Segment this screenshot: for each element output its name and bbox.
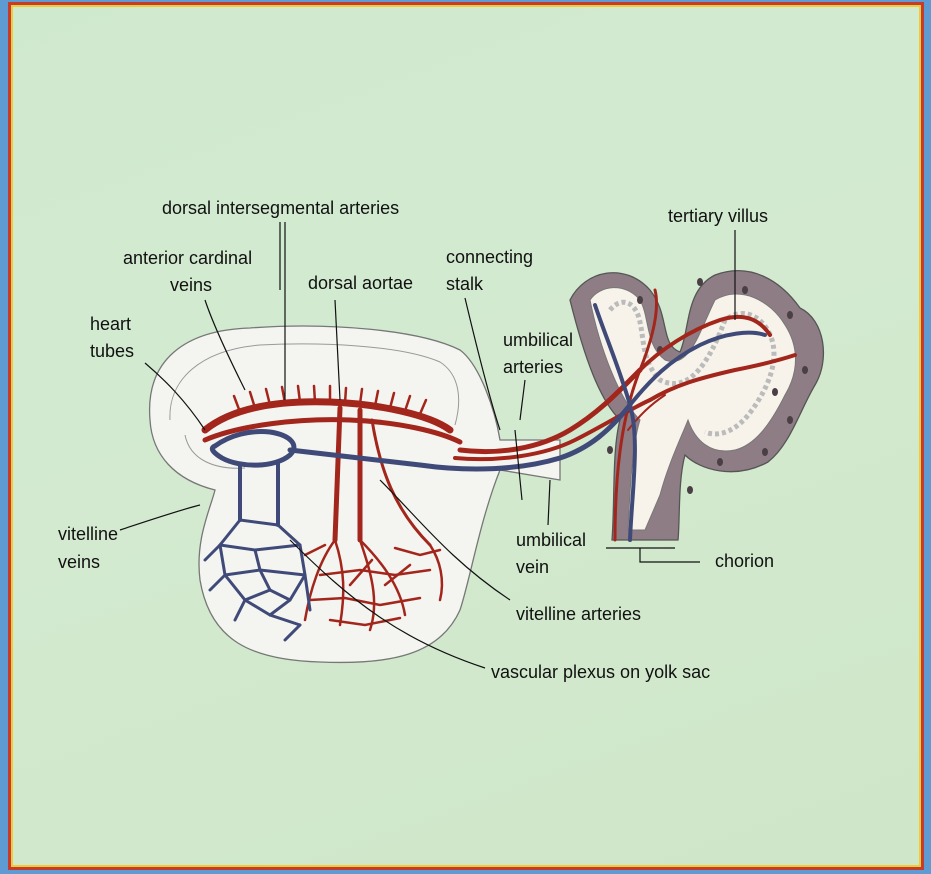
label-vitelline-arteries: vitelline arteries xyxy=(516,604,641,624)
label-umbilical-arteries-line2: arteries xyxy=(503,357,563,377)
label-heart-tubes-line2: tubes xyxy=(90,341,134,361)
label-dorsal-intersegmental-arteries: dorsal intersegmental arteries xyxy=(162,198,399,218)
label-vitelline-veins-line2: veins xyxy=(58,552,100,572)
label-umbilical-vein-line1: umbilical xyxy=(516,530,586,550)
label-vitelline-veins-line1: vitelline xyxy=(58,524,118,544)
label-anterior-cardinal-veins-line2: veins xyxy=(170,275,212,295)
label-vascular-plexus-on-yolk-sac: vascular plexus on yolk sac xyxy=(491,662,710,682)
label-heart-tubes-line1: heart xyxy=(90,314,131,334)
label-umbilical-vein-line2: vein xyxy=(516,557,549,577)
label-chorion: chorion xyxy=(715,551,774,571)
label-umbilical-arteries-line1: umbilical xyxy=(503,330,573,350)
label-anterior-cardinal-veins-line1: anterior cardinal xyxy=(123,248,252,268)
label-tertiary-villus: tertiary villus xyxy=(668,206,768,226)
embryo-body xyxy=(150,326,560,662)
chorion-tissue xyxy=(570,271,823,540)
label-dorsal-aortae: dorsal aortae xyxy=(308,273,413,293)
label-connecting-stalk-line2: stalk xyxy=(446,274,484,294)
label-connecting-stalk-line1: connecting xyxy=(446,247,533,267)
